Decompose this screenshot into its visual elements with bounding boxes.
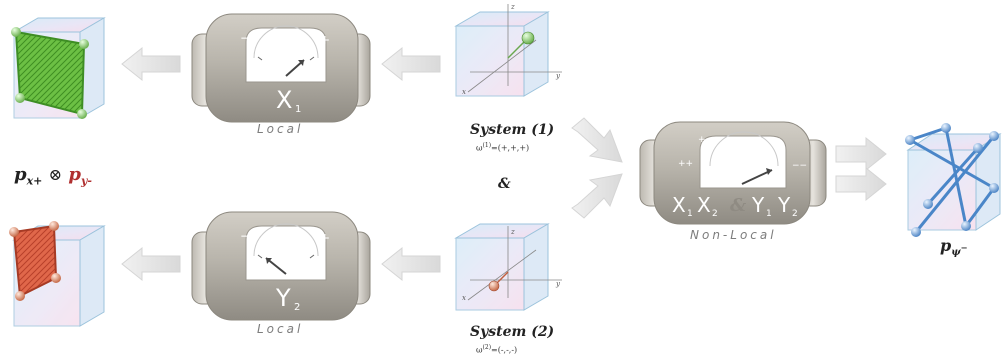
meter-minus: − <box>240 31 250 45</box>
local-label-top: Local <box>257 122 304 136</box>
system-2-label: System (2) <box>470 324 555 340</box>
entangled-state-cube <box>905 123 1002 237</box>
formula-p2: p <box>68 164 81 185</box>
arrow-right-2 <box>835 166 887 202</box>
arrow-right-1 <box>835 136 887 172</box>
omega-symbol: ω <box>476 345 483 355</box>
arrow-left-bottom-2 <box>381 246 441 282</box>
axis-y-label: y <box>555 280 561 288</box>
axis-z-label: z <box>510 3 515 11</box>
meter-minus: − <box>240 229 250 243</box>
meter-plus: + <box>320 33 330 47</box>
tensor-operator: ⊗ <box>48 165 63 184</box>
axis-y-label: y <box>555 72 561 80</box>
product-formula: px+ ⊗ py- <box>14 164 92 188</box>
local-meter-y2: − + Y 2 <box>191 211 371 321</box>
green-outcome-cube <box>11 17 106 119</box>
nonlocal-mark-2: −+ <box>768 137 783 147</box>
arrow-left-top-2 <box>381 46 441 82</box>
nonlocal-label: Non-Local <box>690 228 777 242</box>
system-1-cube: z y x <box>454 3 562 97</box>
local-meter-x1: − + X 1 <box>191 13 371 123</box>
nonlocal-amp: & <box>730 195 747 216</box>
arrow-left-bottom-1 <box>121 246 181 282</box>
omega-value: =(+,+,+) <box>491 143 530 153</box>
nonlocal-x2: X <box>697 193 711 217</box>
nonlocal-y1: Y <box>751 193 765 217</box>
omega-value: =(-,-,-) <box>491 345 518 355</box>
axis-z-label: z <box>510 228 515 236</box>
system-1-label: System (1) <box>470 122 555 138</box>
nonlocal-mark-4: −− <box>792 161 807 171</box>
meter-plus: + <box>320 231 330 245</box>
final-p: p <box>940 236 952 255</box>
meter-subscript: 1 <box>295 104 301 115</box>
meter-letter: X <box>276 86 292 114</box>
nonlocal-y2: Y <box>777 193 791 217</box>
meter-subscript: 2 <box>294 302 300 313</box>
formula-sub1: x+ <box>26 174 43 188</box>
arrow-diagonal-up <box>571 173 623 219</box>
omega-superscript: (2) <box>482 344 492 351</box>
omega-superscript: (1) <box>482 142 492 149</box>
ampersand: & <box>498 176 511 192</box>
nonlocal-mark-3: ++ <box>678 159 693 169</box>
nonlocal-y2-sub: 2 <box>792 209 798 219</box>
axis-x-label: x <box>462 88 466 96</box>
nonlocal-meter: +− −+ ++ −− X 1 X 2 & Y 1 Y 2 <box>639 121 827 225</box>
nonlocal-x2-sub: 2 <box>712 209 718 219</box>
nonlocal-y1-sub: 1 <box>766 209 772 219</box>
nonlocal-mark-1: +− <box>698 135 713 145</box>
red-outcome-cube <box>9 221 106 327</box>
nonlocal-x1-sub: 1 <box>687 209 693 219</box>
system-2-omega: ω(2)=(-,-,-) <box>476 344 517 355</box>
system-2-cube: z y x <box>454 223 562 311</box>
local-label-bottom: Local <box>257 322 304 336</box>
formula-sub2: y- <box>80 174 92 188</box>
omega-symbol: ω <box>476 143 483 153</box>
axis-x-label: x <box>462 294 466 302</box>
formula-p1: p <box>14 164 27 185</box>
final-state-label: pψ− <box>940 236 968 258</box>
meter-letter: Y <box>275 284 291 312</box>
system-1-omega: ω(1)=(+,+,+) <box>476 142 529 153</box>
final-sub: ψ <box>951 247 961 259</box>
final-sup: − <box>960 242 968 253</box>
arrow-left-top-1 <box>121 46 181 82</box>
nonlocal-x1: X <box>672 193 686 217</box>
arrow-diagonal-down <box>571 117 623 163</box>
